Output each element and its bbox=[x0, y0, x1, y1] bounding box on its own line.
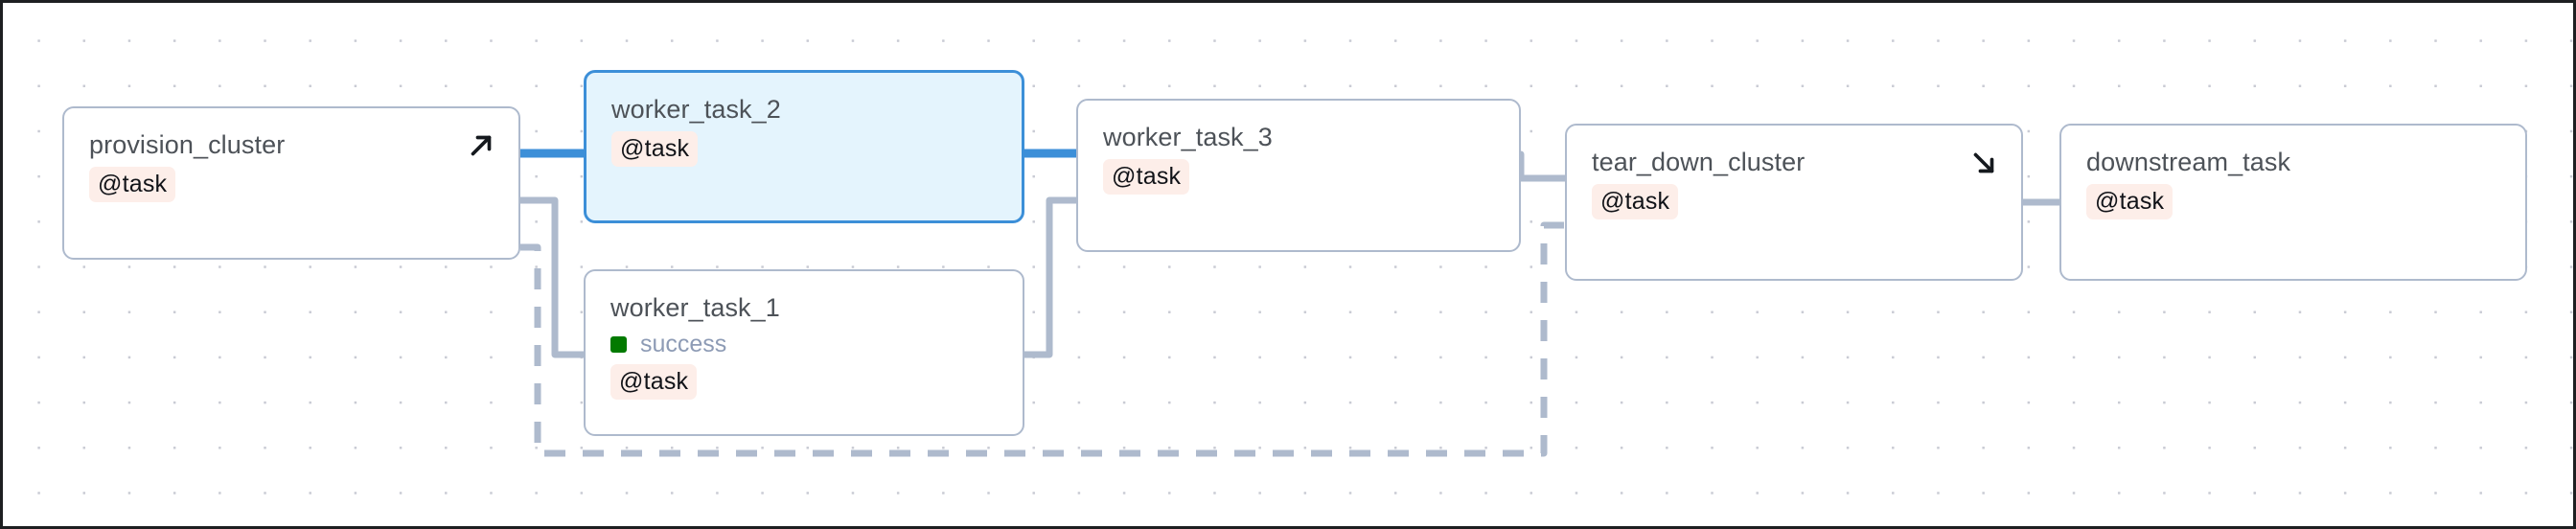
arrow-down-right-icon[interactable] bbox=[1967, 147, 2000, 179]
node-state: success bbox=[610, 331, 998, 357]
task-badge: @task bbox=[610, 364, 698, 400]
edge-provision_cluster-worker_task_1 bbox=[517, 196, 587, 358]
task-badge: @task bbox=[2086, 184, 2174, 219]
badge-row: @task bbox=[1103, 159, 1494, 195]
badge-row: @task bbox=[89, 167, 494, 202]
node-provision_cluster[interactable]: provision_cluster @task bbox=[62, 106, 520, 260]
node-title: provision_cluster bbox=[89, 130, 286, 159]
task-badge: @task bbox=[611, 131, 699, 167]
badge-row: @task bbox=[611, 131, 997, 167]
edge-worker_task_1-worker_task_3 bbox=[1021, 196, 1080, 358]
task-badge: @task bbox=[1592, 184, 1679, 219]
task-badge: @task bbox=[1103, 159, 1190, 195]
node-title: worker_task_2 bbox=[611, 95, 781, 124]
badge-row: @task bbox=[610, 364, 998, 400]
node-worker_task_3[interactable]: worker_task_3 @task bbox=[1076, 99, 1521, 252]
node-title: worker_task_3 bbox=[1103, 123, 1273, 151]
badge-row: @task bbox=[1592, 184, 1996, 219]
state-label: success bbox=[640, 331, 727, 357]
task-badge: @task bbox=[89, 167, 176, 202]
node-title: tear_down_cluster bbox=[1592, 148, 1806, 176]
node-tear_down_cluster[interactable]: tear_down_cluster @task bbox=[1565, 124, 2023, 281]
arrow-up-right-icon[interactable] bbox=[465, 129, 497, 162]
node-worker_task_2[interactable]: worker_task_2 @task bbox=[584, 70, 1024, 223]
badge-row: @task bbox=[2086, 184, 2500, 219]
node-title: downstream_task bbox=[2086, 148, 2291, 176]
state-success-swatch-icon bbox=[610, 335, 627, 353]
node-downstream_task[interactable]: downstream_task @task bbox=[2059, 124, 2527, 281]
node-title: worker_task_1 bbox=[610, 293, 780, 322]
node-worker_task_1[interactable]: worker_task_1 success @task bbox=[584, 269, 1024, 436]
